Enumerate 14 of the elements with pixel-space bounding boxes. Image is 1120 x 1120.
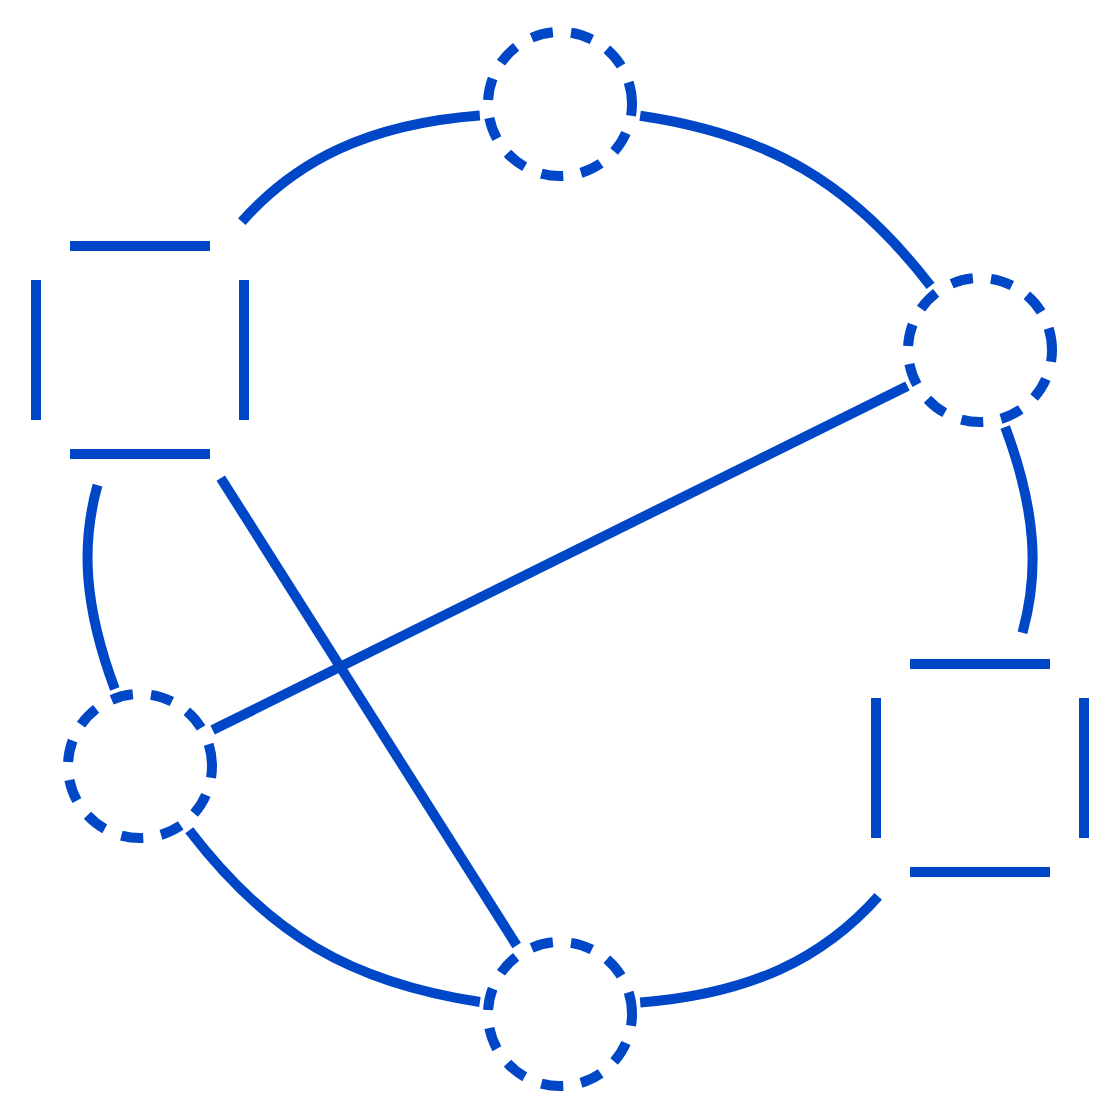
- connector: [238, 110, 481, 226]
- dashed-circle: [483, 937, 637, 1091]
- connector: [1000, 425, 1038, 634]
- open-square: [31, 241, 249, 459]
- connector: [216, 475, 521, 949]
- dashed-circle: [903, 273, 1057, 427]
- connector: [639, 892, 882, 1008]
- connector: [185, 827, 481, 1007]
- connector: [639, 110, 935, 289]
- open-square: [871, 659, 1089, 877]
- connector: [210, 381, 910, 735]
- connector: [82, 484, 120, 691]
- dashed-circle: [63, 689, 217, 843]
- dashed-circle: [483, 27, 637, 181]
